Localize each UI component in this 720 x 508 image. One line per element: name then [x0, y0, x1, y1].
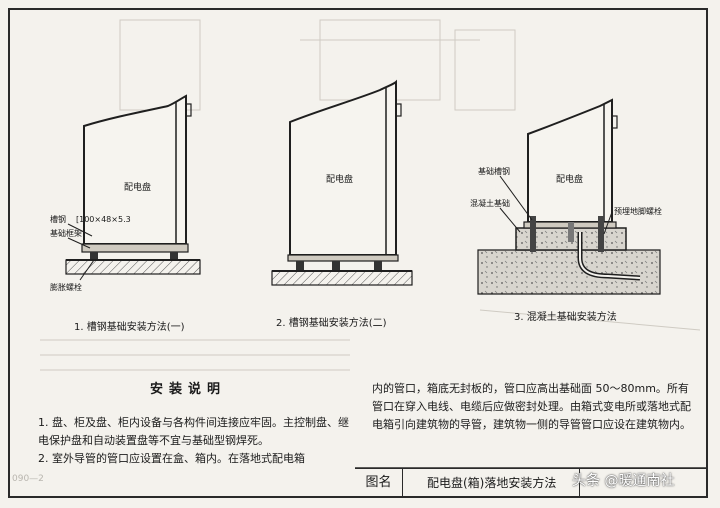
fig2-cabinet: [289, 79, 397, 256]
notes-title: 安装说明: [150, 382, 227, 397]
watermark: 头条 @暖通南社: [572, 473, 675, 489]
fig1-channel-spec: [100×48×5.3: [76, 215, 131, 224]
fig1-cabinet: [83, 94, 187, 245]
fig1-bolt-label: 膨胀螺栓: [50, 282, 82, 292]
fig3-cabinet: [527, 98, 613, 223]
fig3-panel-label: 配电盘: [556, 173, 583, 185]
fig1-panel-label: 配电盘: [124, 181, 151, 193]
figure-3-concrete-base-method: 配电盘 基础槽钢 混凝土基础 预埋地脚螺栓: [470, 98, 662, 295]
fig3-concrete-label: 混凝土基础: [470, 198, 510, 208]
fig1-frame-label: 基础框架: [50, 228, 82, 238]
fig3-concrete-ground: [477, 249, 661, 295]
fig2-panel-label: 配电盘: [326, 173, 353, 185]
title-block: 图名 配电盘(箱)落地安装方法: [355, 468, 708, 498]
fig1-channel-base: [81, 243, 189, 253]
fig1-channel-label: 槽钢: [50, 214, 66, 224]
title-block-label: 图名: [355, 469, 403, 497]
title-block-right-cell: [579, 469, 708, 497]
background-ghost-lines: [40, 19, 701, 371]
title-block-title: 配电盘(箱)落地安装方法: [427, 476, 557, 490]
fig2-caption: 2. 槽钢基础安装方法(二): [276, 318, 387, 329]
note-paragraph-1: 1. 盘、柜及盘、柜内设备与各构件间连接应牢固。主控制盘、继电保护盘和自动装置盘…: [38, 416, 349, 447]
fig3-channel-label: 基础槽钢: [478, 166, 510, 176]
note-paragraph-2-continued: 内的管口，箱底无封板的，管口应高出基础面 50～80mm。所有管口在穿入电线、电…: [372, 382, 691, 431]
fig1-caption: 1. 槽钢基础安装方法(一): [74, 322, 185, 333]
page-code: 090—2: [12, 474, 44, 484]
fig3-bolt-label: 预埋地脚螺栓: [614, 206, 662, 216]
figure-1-channel-base-method-1: 配电盘 槽钢 [100×48×5.3 基础框架 膨胀螺栓: [50, 94, 201, 292]
figure-2-channel-base-method-2: 配电盘: [271, 79, 413, 286]
fig3-caption: 3. 混凝土基础安装方法: [514, 312, 617, 323]
note-paragraph-2-start: 2. 室外导管的管口应设置在盒、箱内。在落地式配电箱: [38, 452, 305, 465]
fig2-ground: [271, 270, 413, 286]
drawing-frame: [8, 8, 708, 498]
fig2-channel-base: [287, 254, 399, 262]
